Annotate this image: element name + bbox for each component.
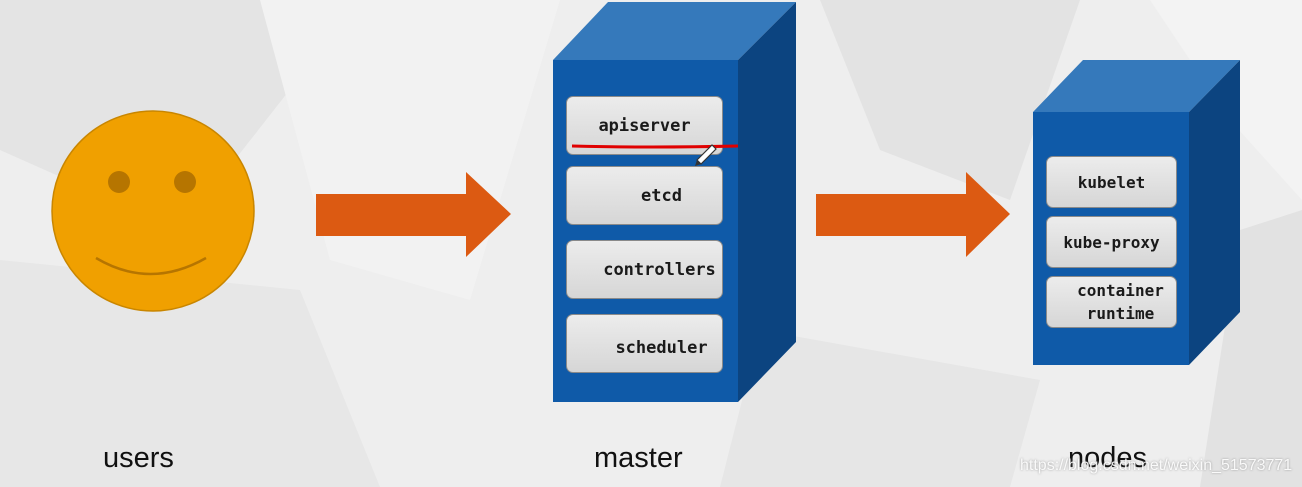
node-component-label: kubelet [1077, 172, 1146, 192]
master-component-label: scheduler [615, 337, 708, 358]
master-component-label: controllers [603, 259, 716, 280]
node-component-container-runtime: container runtime [1046, 276, 1177, 328]
master-component-controllers: controllers [566, 240, 723, 299]
bg-shape [820, 0, 1080, 200]
master-component-label: apiserver [598, 115, 691, 136]
bg-shape [260, 0, 560, 300]
master-component-apiserver: apiserver [566, 96, 723, 155]
smiley-face-icon [51, 110, 255, 312]
label-nodes: nodes [1068, 442, 1148, 474]
bg-shape [0, 260, 380, 487]
master-component-etcd: etcd [566, 166, 723, 225]
master-component-label: etcd [641, 185, 682, 206]
arrow-right-icon [816, 172, 1010, 257]
watermark: https://blog.csdn.net/weixin_51573771 [1020, 457, 1293, 474]
node-component-label: container runtime [1077, 281, 1164, 323]
bg-shape [720, 330, 1040, 487]
label-master: master [594, 442, 683, 474]
bg-shape [1200, 210, 1302, 487]
master-component-scheduler: scheduler [566, 314, 723, 373]
node-component-kubelet: kubelet [1046, 156, 1177, 208]
arrow-right-icon [316, 172, 511, 257]
node-component-label: kube-proxy [1063, 232, 1160, 252]
node-component-kube-proxy: kube-proxy [1046, 216, 1177, 268]
label-users: users [103, 442, 174, 474]
